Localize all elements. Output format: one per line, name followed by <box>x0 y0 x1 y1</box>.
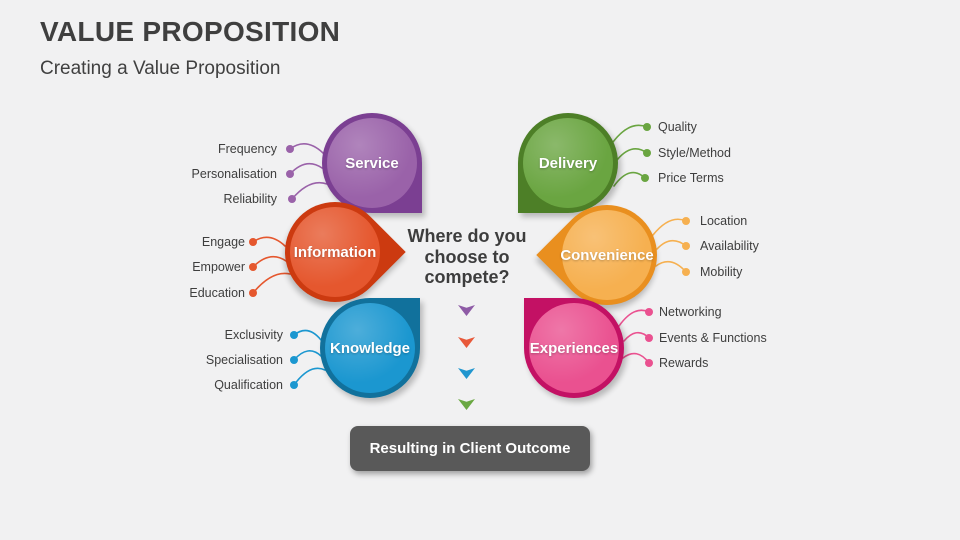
outcome-label: Resulting in Client Outcome <box>369 440 571 457</box>
connector-dot <box>290 381 298 389</box>
connector-curve <box>622 352 650 364</box>
connector-dot <box>288 195 296 203</box>
connector-group-delivery <box>612 123 651 187</box>
node-delivery-label: Delivery <box>538 154 598 172</box>
connector-curve <box>291 181 328 200</box>
connector-dot <box>249 238 257 246</box>
center-question: Where do you choose to compete? <box>391 226 543 288</box>
connector-curve <box>289 143 324 154</box>
node-convenience-circle: Convenience <box>560 210 654 300</box>
node-experiences: Experiences <box>524 298 624 398</box>
connector-group-knowledge <box>290 329 326 389</box>
connector-curve <box>652 218 687 236</box>
node-information-circle: Information <box>290 207 380 297</box>
connector-dot <box>249 263 257 271</box>
label-price-terms: Price Terms <box>658 171 724 185</box>
center-question-line: choose to <box>424 246 510 267</box>
connector-curve <box>612 124 648 143</box>
label-rewards: Rewards <box>659 356 709 370</box>
connector-dot <box>643 149 651 157</box>
page-subtitle: Creating a Value Proposition <box>40 58 281 79</box>
node-experiences-label: Experiences <box>529 339 619 357</box>
node-service-label: Service <box>345 154 399 172</box>
connector-dot <box>645 334 653 342</box>
outcome-box: Resulting in Client Outcome <box>350 426 590 471</box>
connector-group-convenience <box>652 217 690 276</box>
connector-curve <box>289 162 323 175</box>
label-education: Education <box>189 286 245 300</box>
down-arrow-icon <box>458 337 475 348</box>
label-frequency: Frequency <box>217 142 277 156</box>
node-knowledge: Knowledge <box>320 298 420 398</box>
connector-dot <box>286 170 294 178</box>
label-availability: Availability <box>700 239 759 253</box>
connector-dot <box>286 145 294 153</box>
connector-group-experiences <box>618 308 653 367</box>
connector-curve <box>252 272 291 294</box>
connector-curve <box>293 367 326 386</box>
label-reliability: Reliability <box>223 192 278 206</box>
label-mobility: Mobility <box>700 265 743 279</box>
node-delivery-circle: Delivery <box>523 118 613 208</box>
connector-dot <box>645 308 653 316</box>
connector-curve <box>252 255 287 268</box>
label-empower: Empower <box>192 260 245 274</box>
down-arrow-icon <box>458 368 475 379</box>
connector-curve <box>293 329 322 341</box>
label-personalisation: Personalisation <box>191 167 277 181</box>
connector-dot <box>645 359 653 367</box>
node-knowledge-label: Knowledge <box>329 339 410 357</box>
connector-dot <box>290 331 298 339</box>
down-arrow-icon <box>458 305 475 316</box>
label-qualification: Qualification <box>214 378 283 392</box>
label-exclusivity: Exclusivity <box>224 328 283 342</box>
page-title: VALUE PROPOSITION <box>40 16 341 47</box>
connector-curve <box>618 309 650 327</box>
node-knowledge-circle: Knowledge <box>325 303 415 393</box>
label-specialisation: Specialisation <box>205 353 283 367</box>
label-engage: Engage <box>201 235 245 249</box>
node-experiences-circle: Experiences <box>529 303 619 393</box>
connector-dot <box>682 217 690 225</box>
down-arrow-icon <box>458 399 475 410</box>
connector-curve <box>252 236 286 247</box>
center-question-line: compete? <box>424 267 510 287</box>
connector-dot <box>290 356 298 364</box>
connector-group-service <box>286 143 328 203</box>
connector-curve <box>616 148 648 161</box>
label-location: Location <box>700 214 748 228</box>
connector-curve <box>293 350 322 361</box>
label-networking: Networking <box>659 305 722 319</box>
connector-dot <box>682 268 690 276</box>
node-service: Service <box>322 113 422 213</box>
node-delivery: Delivery <box>518 113 618 213</box>
label-events-functions: Events & Functions <box>659 331 767 345</box>
label-style-method: Style/Method <box>658 146 731 160</box>
center-question-line: Where do you <box>407 226 527 246</box>
connector-curve <box>613 171 646 187</box>
connector-dot <box>641 174 649 182</box>
label-quality: Quality <box>658 120 697 134</box>
connector-dot <box>249 289 257 297</box>
connector-group-information <box>249 236 291 297</box>
node-convenience-label: Convenience <box>560 246 654 264</box>
connector-dot <box>643 123 651 131</box>
node-information-label: Information <box>293 243 377 261</box>
connector-curve <box>656 239 687 250</box>
connector-dot <box>682 242 690 250</box>
connector-curve <box>655 260 687 273</box>
node-service-circle: Service <box>327 118 417 208</box>
